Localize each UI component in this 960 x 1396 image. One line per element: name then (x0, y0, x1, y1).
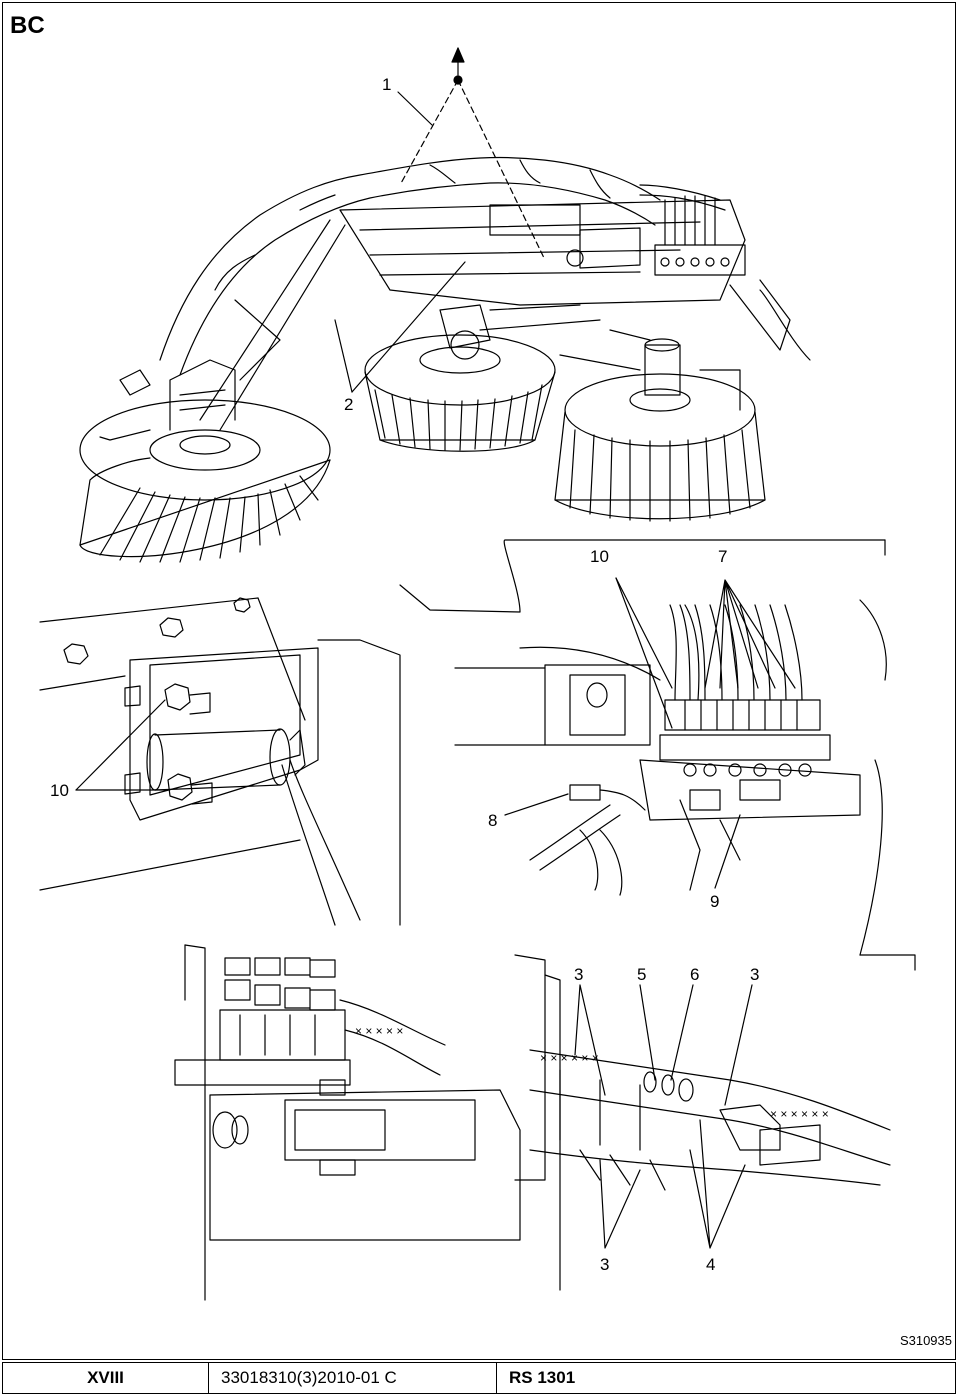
callout-3-bottom: 3 (600, 1255, 610, 1274)
section-code: BC (10, 12, 45, 39)
svg-text:× × × × × ×: × × × × × × (540, 1051, 599, 1065)
callout-3-a: 3 (574, 965, 584, 984)
callout-8: 8 (488, 811, 498, 830)
cylinder-detail (39, 597, 401, 926)
harness-detail: × × × × × × × × × × × × × × × × × (174, 944, 891, 1301)
callout-3-b: 3 (750, 965, 760, 984)
left-brush (79, 359, 331, 563)
footer-page-number: XVIII (3, 1363, 209, 1393)
callout-10-top: 10 (590, 547, 609, 566)
callout-10-left: 10 (50, 781, 69, 800)
valve-block-detail (399, 539, 916, 971)
footer-model: RS 1301 (509, 1368, 576, 1387)
footer-document-reference: 33018310(3)2010-01 C (209, 1363, 497, 1393)
callout-2: 2 (344, 395, 354, 414)
right-brush (554, 329, 766, 522)
callout-4: 4 (706, 1255, 716, 1274)
page-frame (2, 2, 956, 1360)
footer: XVIII 33018310(3)2010-01 C RS 1301 (2, 1362, 956, 1394)
svg-text:× × × × × ×: × × × × × × (770, 1107, 829, 1121)
callout-1: 1 (382, 75, 392, 94)
drawing-id: S310935 (899, 1333, 952, 1348)
svg-text:× × × × ×: × × × × × (355, 1024, 403, 1038)
callout-9: 9 (710, 892, 720, 911)
callout-6: 6 (690, 965, 700, 984)
callout-7: 7 (718, 547, 728, 566)
middle-brush (364, 304, 601, 452)
sweeper-overview (79, 47, 811, 563)
callout-5: 5 (637, 965, 647, 984)
